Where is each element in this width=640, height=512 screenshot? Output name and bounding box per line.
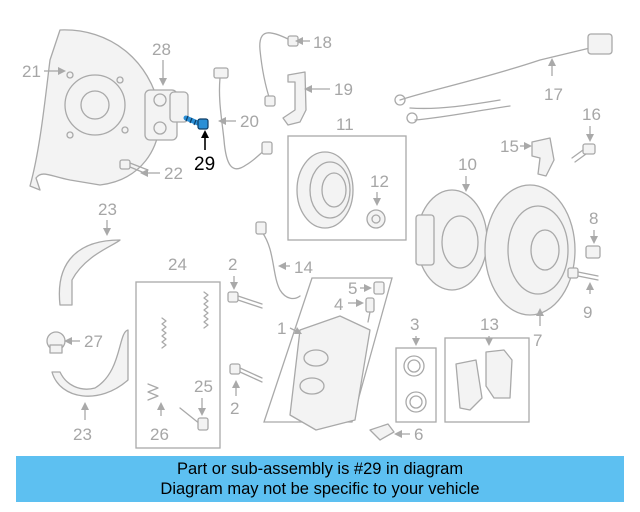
springs-24-part	[147, 291, 209, 401]
brake-caliper-1-part	[289, 315, 371, 431]
label-26: 26	[150, 425, 169, 444]
wheel-hub-10-part	[415, 189, 488, 291]
label-3: 3	[410, 315, 419, 334]
label-9: 9	[583, 303, 592, 322]
label-29: 29	[194, 154, 215, 175]
seal-kit-3-part	[403, 355, 427, 413]
brake-shoe-23-lower-part	[51, 329, 129, 397]
label-6: 6	[414, 425, 423, 444]
label-13: 13	[480, 315, 499, 334]
cap-8-part	[585, 245, 601, 259]
banner-line-1: Part or sub-assembly is #29 in diagram	[176, 460, 464, 478]
banner-line-2: Diagram may not be specific to your vehi…	[160, 480, 480, 498]
parking-brake-unit-part	[144, 89, 189, 141]
pin-25-part	[179, 407, 209, 431]
group-box-3	[395, 347, 437, 423]
label-5: 5	[348, 279, 357, 298]
label-8: 8	[589, 209, 598, 228]
info-banner: Part or sub-assembly is #29 in diagram D…	[16, 456, 624, 502]
bolt-2-upper-part	[227, 291, 263, 309]
label-18: 18	[313, 33, 332, 52]
label-22: 22	[164, 164, 183, 183]
label-19: 19	[334, 80, 353, 99]
wheel-bearing-11-part	[296, 151, 354, 229]
label-27: 27	[84, 332, 103, 351]
label-10: 10	[458, 155, 477, 174]
label-20: 20	[240, 112, 259, 131]
bolt-22-part	[119, 159, 149, 175]
bleeder-5-part	[373, 281, 385, 295]
label-21: 21	[22, 62, 41, 81]
label-2-top: 2	[228, 255, 237, 274]
speed-sensor-15-part	[531, 137, 555, 177]
label-15: 15	[500, 137, 519, 156]
label-17: 17	[544, 85, 563, 104]
label-1: 1	[277, 319, 286, 338]
label-14: 14	[294, 258, 313, 277]
brake-shoe-23-upper-part	[58, 239, 121, 306]
adjuster-27-part	[46, 331, 66, 354]
nut-12-part	[366, 209, 386, 229]
group-box-13	[444, 337, 530, 423]
bolt-16-part	[571, 143, 596, 163]
group-box-24	[135, 281, 221, 449]
bolt-29-highlighted-part	[183, 115, 209, 130]
sensor-line-18-part	[259, 32, 299, 107]
label-28: 28	[152, 40, 171, 59]
label-23-bottom: 23	[73, 425, 92, 444]
label-25: 25	[194, 377, 213, 396]
exploded-brake-diagram: 21 28 29 22 20 18 19 11	[22, 29, 613, 449]
bleeder-4-part	[365, 297, 375, 323]
label-2-bottom: 2	[230, 399, 239, 418]
brake-line-20-part	[213, 67, 273, 170]
label-16: 16	[582, 105, 601, 124]
bracket-19-part	[282, 71, 307, 126]
pad-sensor-14-part	[255, 221, 301, 300]
label-11: 11	[336, 115, 354, 134]
label-7: 7	[533, 331, 542, 350]
wear-sensor-17-part	[394, 33, 613, 124]
backing-plate-part	[29, 29, 161, 191]
brake-pads-13-part	[455, 349, 513, 411]
label-23-top: 23	[98, 200, 117, 219]
group-box-11	[287, 135, 407, 241]
bolt-9-part	[567, 267, 599, 281]
group-box-1	[263, 277, 393, 423]
label-24: 24	[168, 255, 187, 274]
label-4: 4	[334, 295, 343, 314]
bolt-2-lower-part	[229, 363, 263, 383]
clip-6-part	[369, 423, 395, 441]
brake-rotor-7-part	[484, 184, 576, 316]
label-12: 12	[370, 172, 389, 191]
